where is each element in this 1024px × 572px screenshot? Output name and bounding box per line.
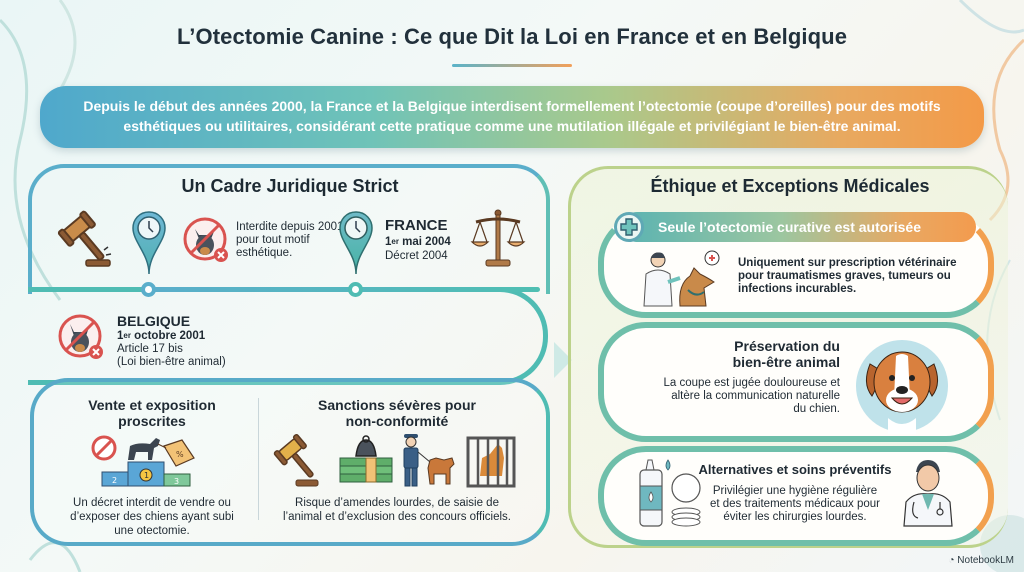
gavel-icon [57,210,112,267]
restrictions-frame [30,378,550,546]
alternatives-text-line3: éviter les chirurgies lourdes. [723,511,867,523]
legal-framework-frame [28,164,550,294]
curative-text-line1: Uniquement sur prescription vétérinaire [738,257,957,269]
sale-text-line3: une otectomie. [114,525,190,537]
section-divider [258,398,259,520]
timeline-curve [28,287,548,385]
scales-of-justice-icon [470,209,526,267]
belgique-article: Article 17 bis [117,343,183,355]
france-date-rest: mai 2004 [398,236,451,248]
svg-text:1: 1 [144,471,149,480]
alternatives-title: Alternatives et soins préventifs [698,462,892,477]
alternatives-text-line2: et des traitements médicaux pour [709,498,881,510]
welfare-text-line3: du chien. [793,403,840,415]
svg-text:3: 3 [174,477,179,486]
france-law: Décret 2004 [385,250,448,262]
legal-framework-title: Un Cadre Juridique Strict [181,176,399,196]
notebooklm-watermark: ◔ NotebookLM [948,555,1014,566]
sanctions-text-line2: l’animal et d’exclusion des concours off… [283,511,511,523]
belgique-law: (Loi bien-être animal) [117,356,226,368]
welfare-text-line1: La coupe est jugée douloureuse et [663,377,840,389]
watermark-text: NotebookLM [957,555,1014,566]
vet-examining-dog-icon [643,250,720,307]
welfare-title-line2: bien-être animal [732,354,840,370]
timeline-line [150,287,540,292]
intro-banner: Depuis le début des années 2000, la Fran… [40,86,984,148]
caged-dog-icon [466,436,516,488]
panel-connector-arrow [554,342,572,378]
curative-text-line3: infections incurables. [738,283,857,295]
money-fine-icon [339,435,393,483]
timeline-pin-clock-icon [339,211,373,275]
france-date-day: 1 [385,236,392,248]
gavel-icon [273,434,319,487]
ear-care-products-icon [639,459,701,527]
welfare-title-line1: Préservation du [734,338,840,354]
ban-general-note: Interdite depuis 2001 pour tout motif es… [236,221,344,259]
sanctions-text-line1: Risque d’amendes lourdes, de saisie de [295,497,499,509]
belgique-label: BELGIQUE [117,313,191,329]
timeline-dot-2001[interactable] [141,282,156,297]
no-cropped-ears-icon [183,217,228,262]
title-underline [452,64,572,67]
belgique-date-sup: er [123,331,131,340]
notebooklm-logo-icon: ◔ [948,555,958,566]
veterinarian-icon [903,460,953,527]
belgique-date-day: 1 [117,330,124,342]
timeline-dot-2004[interactable] [348,282,363,297]
sale-text-line2: d’exposer des chiens ayant subi [70,511,234,523]
france-label: FRANCE [385,217,448,234]
france-date: 1er mai 2004 [385,235,451,249]
belgique-date-rest: octobre 2001 [130,330,206,342]
svg-text:%: % [176,450,184,459]
welfare-text-line2: altère la communication naturelle [671,390,840,402]
ethics-title: Éthique et Exceptions Médicales [650,176,930,196]
page-title: L’Otectomie Canine : Ce que Dit la Loi e… [176,24,848,49]
alternatives-text-line1: Privilégier une hygiène régulière [712,485,878,497]
sale-text-line1: Un décret interdit de vendre ou [73,497,231,509]
sale-title-line1: Vente et exposition [88,397,216,413]
medical-plus-icon [614,212,644,242]
sale-title-line2: proscrites [118,413,186,429]
officer-seizing-dog-icon [403,434,455,487]
belgique-date: 1er octobre 2001 [117,329,205,343]
sanctions-title-line2: non-conformité [345,413,449,429]
curative-text-line2: pour traumatismes graves, tumeurs ou [738,270,951,282]
podium-2: 2 [112,476,117,485]
curative-header: Seule l’otectomie curative est autorisée [622,212,976,242]
happy-dog-icon [856,340,948,434]
no-cropped-ears-icon [58,314,103,359]
sanctions-title-line1: Sanctions sévères pour [318,397,476,413]
timeline-pin-clock-icon [132,211,166,275]
dog-show-podium-icon: % 2 1 3 [91,435,195,487]
france-date-sup: er [391,237,399,246]
